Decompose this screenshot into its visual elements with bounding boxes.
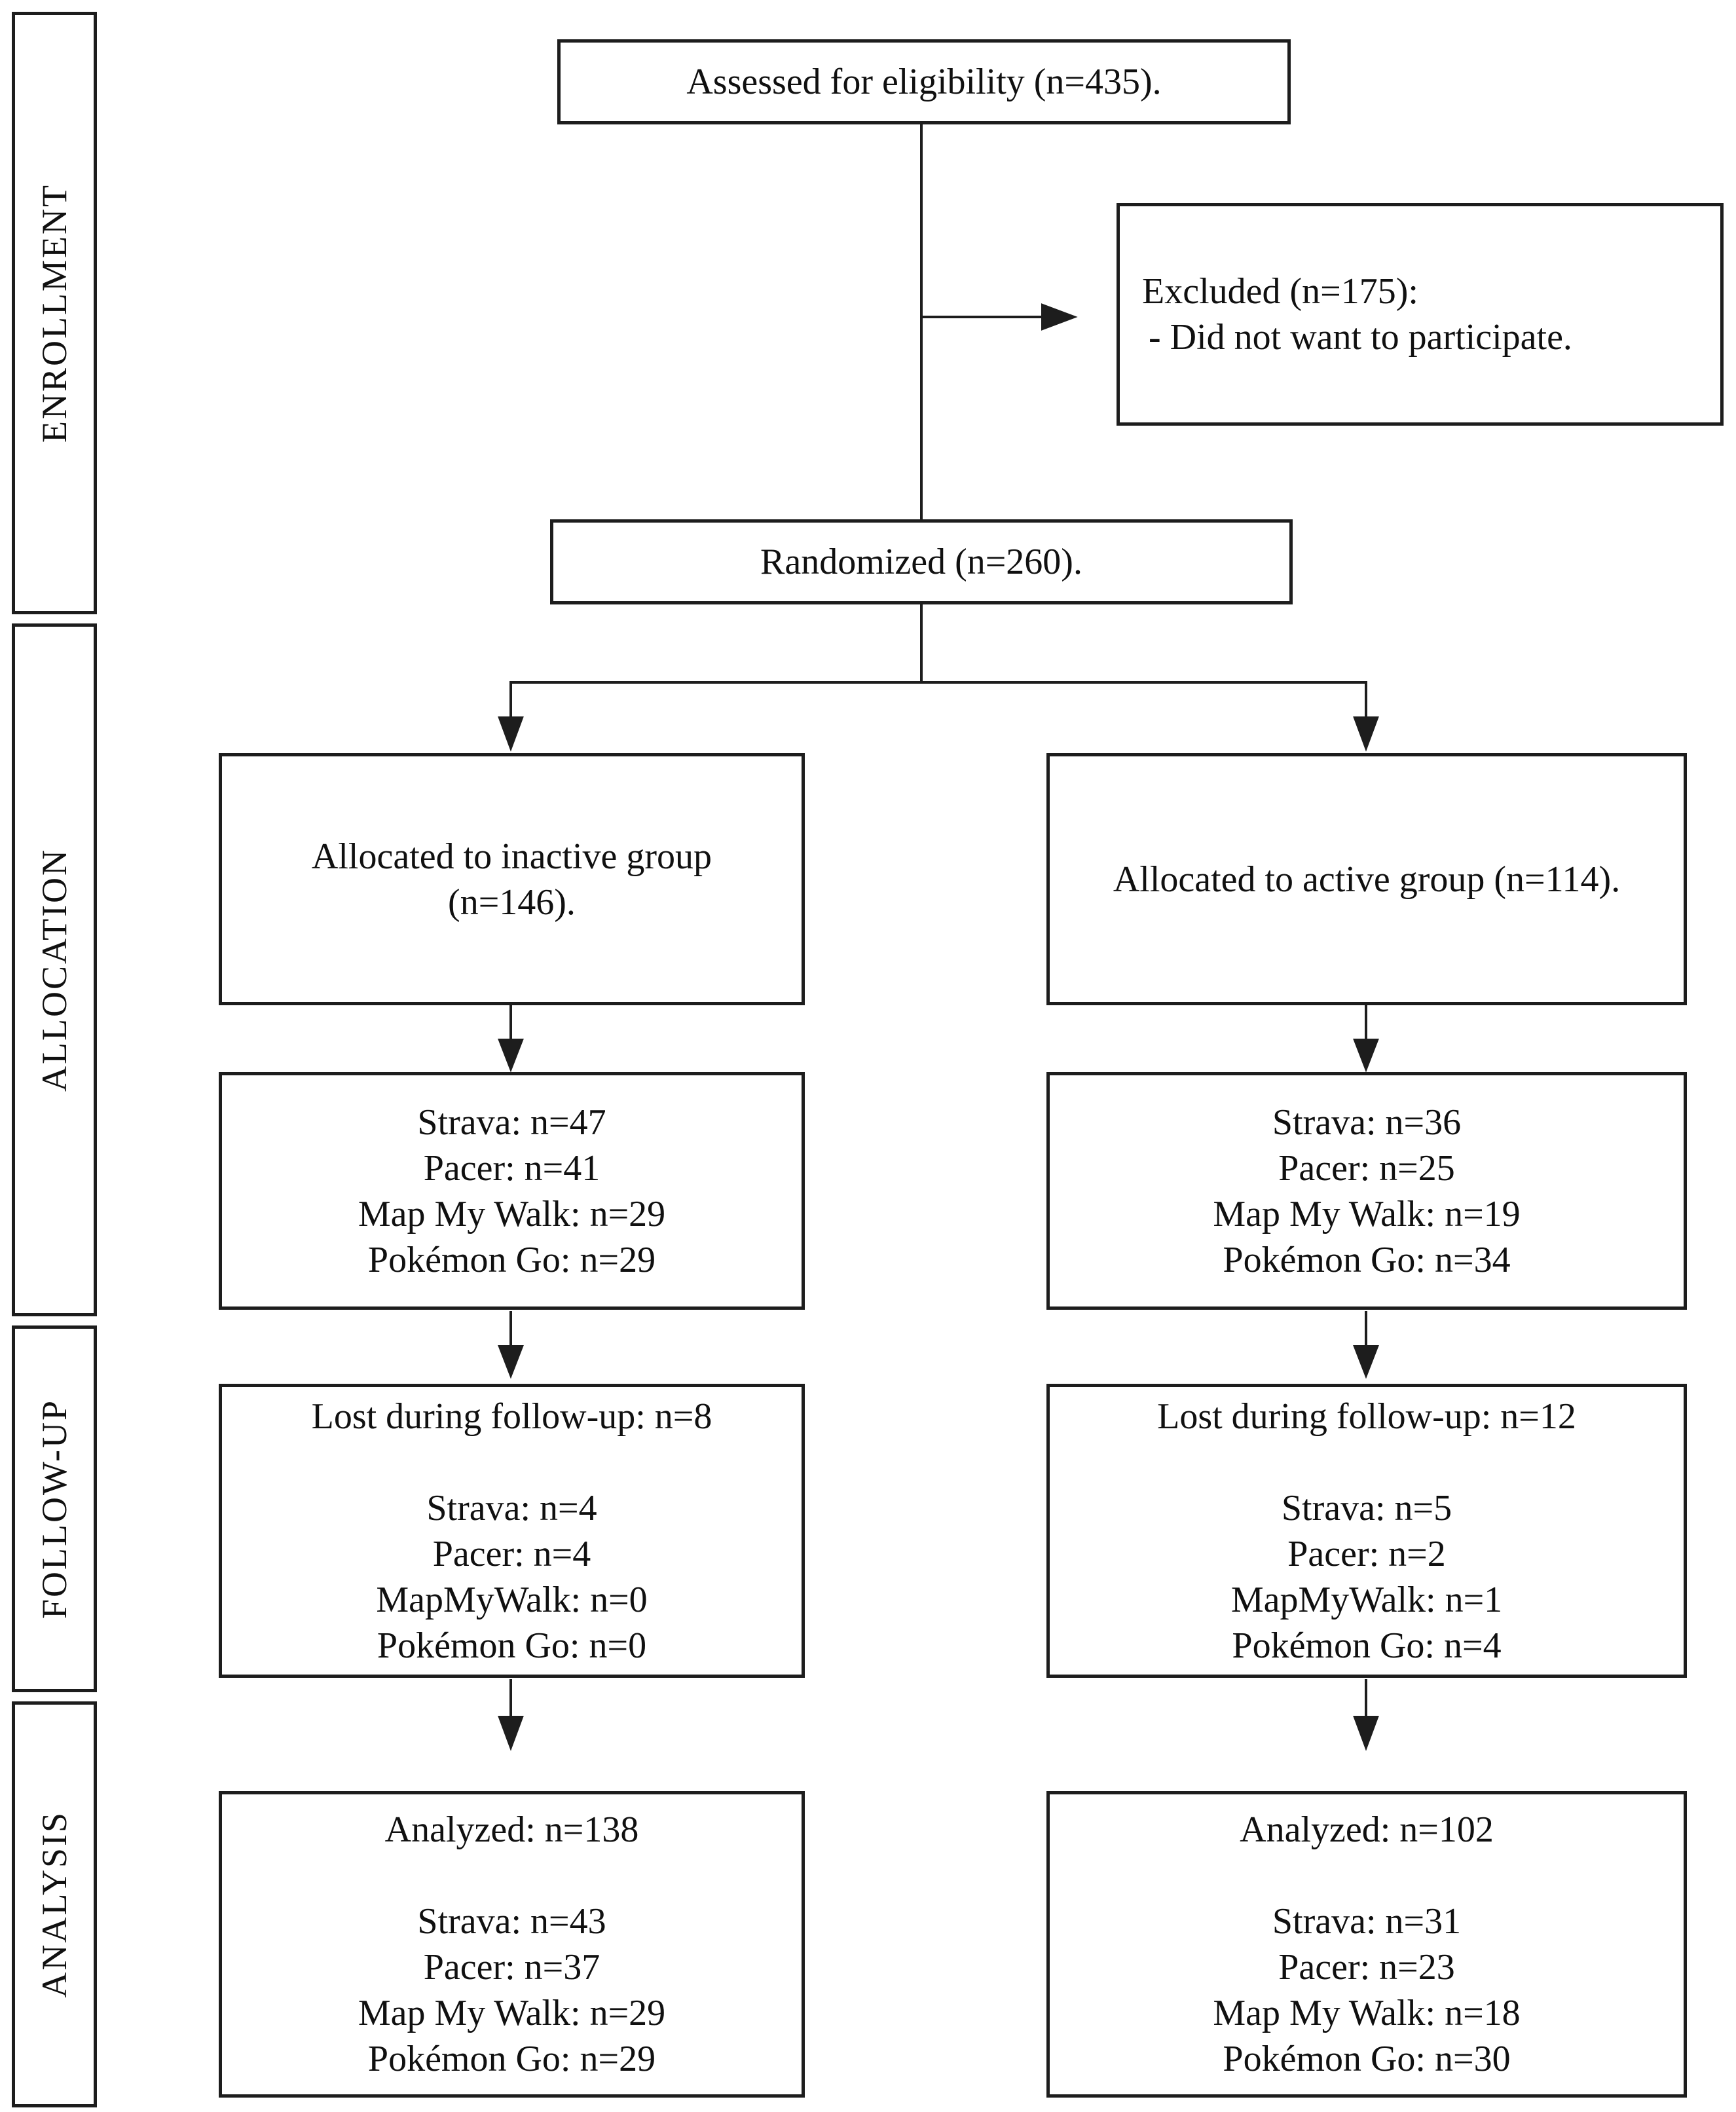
stage-allocation: ALLOCATION	[12, 623, 97, 1316]
app-count: Strava: n=31	[1272, 1901, 1462, 1942]
app-count: MapMyWalk: n=0	[376, 1579, 648, 1620]
app-count: Strava: n=43	[417, 1901, 606, 1942]
app-count: Pokémon Go: n=29	[367, 2039, 656, 2079]
apps-active-box: Strava: n=36 Pacer: n=25 Map My Walk: n=…	[1046, 1072, 1687, 1310]
followup-title: Lost during follow-up: n=8	[311, 1396, 712, 1437]
app-count: Pacer: n=2	[1287, 1533, 1446, 1574]
app-count: Pokémon Go: n=34	[1223, 1239, 1511, 1280]
excluded-title: Excluded (n=175):	[1142, 271, 1418, 312]
app-count: Pacer: n=37	[423, 1947, 600, 1988]
stage-followup: FOLLOW-UP	[12, 1325, 97, 1692]
stage-label: FOLLOW-UP	[35, 1399, 74, 1619]
app-count: Map My Walk: n=29	[358, 1193, 666, 1234]
stage-label: ENROLLMENT	[35, 183, 74, 443]
app-count: Pacer: n=4	[432, 1533, 591, 1574]
apps-inactive-box: Strava: n=47 Pacer: n=41 Map My Walk: n=…	[219, 1072, 805, 1310]
allocated-inactive-line2: (n=146).	[448, 881, 576, 923]
app-count: MapMyWalk: n=1	[1230, 1579, 1503, 1620]
app-count: Pokémon Go: n=30	[1223, 2039, 1511, 2079]
arrow-down-icon	[1353, 1039, 1379, 1073]
app-count: Pokémon Go: n=29	[367, 1239, 656, 1280]
excluded-box: Excluded (n=175): - Did not want to part…	[1117, 203, 1724, 426]
app-count: Pacer: n=25	[1278, 1147, 1455, 1189]
stage-label: ANALYSIS	[35, 1811, 74, 1998]
randomized-text: Randomized (n=260).	[760, 542, 1082, 582]
app-count: Pacer: n=41	[423, 1147, 600, 1189]
followup-title: Lost during follow-up: n=12	[1157, 1396, 1576, 1437]
allocated-active-box: Allocated to active group (n=114).	[1046, 753, 1687, 1005]
app-count: Map My Walk: n=29	[358, 1993, 666, 2033]
app-count: Pokémon Go: n=0	[377, 1625, 647, 1666]
assessed-box: Assessed for eligibility (n=435).	[557, 39, 1291, 124]
arrow-down-icon	[1353, 1716, 1379, 1751]
excluded-reason: - Did not want to participate.	[1149, 317, 1572, 358]
app-count: Strava: n=5	[1281, 1487, 1452, 1528]
analysis-inactive-box: Analyzed: n=138 Strava: n=43 Pacer: n=37…	[219, 1791, 805, 2098]
arrow-down-icon	[498, 716, 524, 752]
analysis-title: Analyzed: n=138	[384, 1809, 639, 1850]
allocated-active-line1: Allocated to active group (n=114).	[1113, 859, 1621, 900]
randomized-box: Randomized (n=260).	[550, 519, 1293, 604]
app-count: Pacer: n=23	[1278, 1947, 1455, 1988]
arrow-down-icon	[1353, 716, 1379, 752]
arrow-down-icon	[498, 1345, 524, 1379]
app-count: Map My Walk: n=18	[1213, 1993, 1521, 2033]
arrow-down-icon	[498, 1716, 524, 1751]
stage-enrollment: ENROLLMENT	[12, 12, 97, 614]
assessed-text: Assessed for eligibility (n=435).	[686, 62, 1162, 102]
allocated-inactive-box: Allocated to inactive group (n=146).	[219, 753, 805, 1005]
app-count: Strava: n=36	[1272, 1102, 1462, 1143]
arrow-down-icon	[498, 1039, 524, 1073]
arrow-right-icon	[1041, 303, 1078, 331]
app-count: Pokémon Go: n=4	[1232, 1625, 1502, 1666]
analysis-active-box: Analyzed: n=102 Strava: n=31 Pacer: n=23…	[1046, 1791, 1687, 2098]
app-count: Map My Walk: n=19	[1213, 1193, 1521, 1234]
stage-analysis: ANALYSIS	[12, 1701, 97, 2107]
followup-active-box: Lost during follow-up: n=12 Strava: n=5 …	[1046, 1384, 1687, 1678]
app-count: Strava: n=47	[417, 1102, 606, 1143]
arrow-down-icon	[1353, 1345, 1379, 1379]
stage-label: ALLOCATION	[35, 848, 74, 1092]
allocated-inactive-line1: Allocated to inactive group	[311, 836, 712, 877]
app-count: Strava: n=4	[426, 1487, 597, 1528]
analysis-title: Analyzed: n=102	[1240, 1809, 1494, 1850]
followup-inactive-box: Lost during follow-up: n=8 Strava: n=4 P…	[219, 1384, 805, 1678]
